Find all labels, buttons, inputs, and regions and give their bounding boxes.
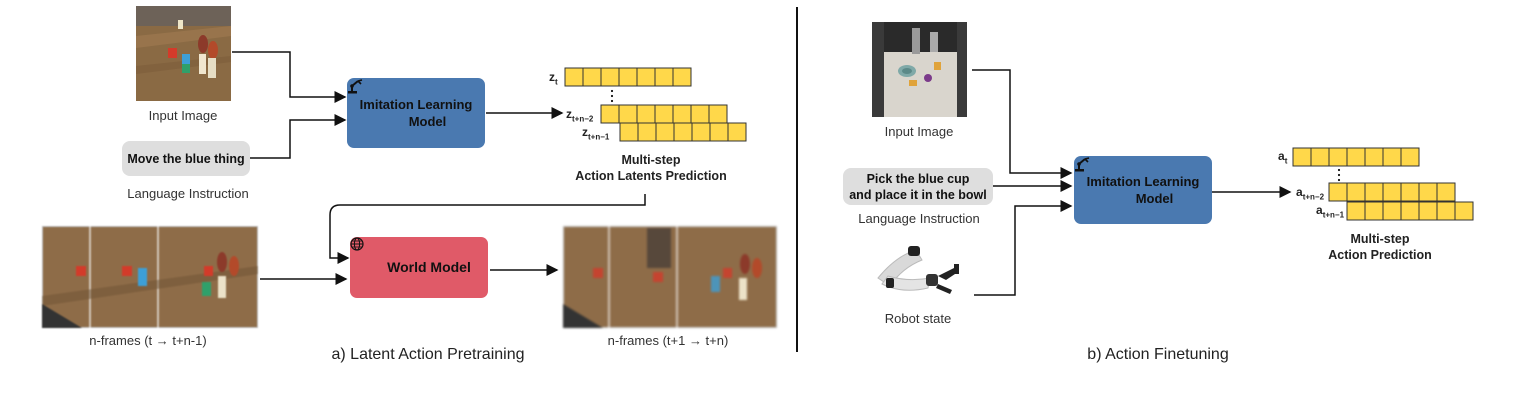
arrow-latents-to-world-model	[329, 194, 646, 264]
action-row-mid-cell	[1328, 182, 1348, 202]
latent-row-label-mid: zt+n−2	[566, 107, 594, 124]
action-row-top	[1292, 147, 1420, 167]
action-row-top-cell	[1382, 147, 1402, 167]
latent-row-mid-cell	[618, 104, 638, 124]
action-row-top-cell	[1346, 147, 1366, 167]
frames-in-label: n-frames (t → t+n-1)	[89, 333, 207, 348]
ellipsis-a	[610, 89, 614, 103]
action-row-top-cell	[1328, 147, 1348, 167]
action-row-bot-cell	[1382, 201, 1402, 221]
action-row-bot-cell	[1418, 201, 1438, 221]
language-label-b: Language Instruction	[858, 211, 980, 226]
action-row-top-cell	[1364, 147, 1384, 167]
latent-row-top-cell	[564, 67, 584, 87]
latent-row-top-cell	[672, 67, 692, 87]
arrow-image-to-model-b	[972, 69, 1073, 179]
instruction-line1-b: Pick the blue cup	[866, 171, 970, 186]
action-row-top-cell	[1292, 147, 1312, 167]
robot-state-label: Robot state	[884, 311, 952, 326]
action-row-bot	[1346, 201, 1474, 221]
latent-row-mid-cell	[672, 104, 692, 124]
latent-row-bot-cell	[727, 122, 747, 142]
model-title-b: Imitation Learning	[1086, 174, 1200, 189]
action-row-mid-cell	[1346, 182, 1366, 202]
model-subtitle-row-a: Model	[348, 79, 447, 130]
model-subtitle-row-b: Model	[1075, 157, 1174, 207]
latent-row-top	[564, 67, 692, 87]
latent-row-bot-cell	[709, 122, 729, 142]
ellipsis-b	[1337, 168, 1341, 182]
input-image-label-b: Input Image	[884, 124, 954, 139]
world-model-label: World Model	[387, 259, 471, 275]
imitation-model-box-b: Imitation Learning Model	[1074, 156, 1212, 224]
instruction-pill-b: Pick the blue cup and place it in the bo…	[843, 168, 993, 205]
latent-row-bot-cell	[673, 122, 693, 142]
latent-row-mid-cell	[654, 104, 674, 124]
frames-out-label: n-frames (t+1 → t+n)	[607, 333, 729, 348]
robot-arm-icon	[348, 79, 404, 130]
input-image-b	[872, 22, 967, 117]
action-row-top-cell	[1400, 147, 1420, 167]
input-frames-a	[42, 226, 258, 328]
caption-a: a) Latent Action Pretraining	[331, 346, 525, 363]
world-model-box: World Model	[350, 237, 488, 298]
globe-icon	[350, 237, 381, 275]
action-row-mid-cell	[1364, 182, 1384, 202]
output-frames-a	[563, 226, 777, 328]
caption-b: b) Action Finetuning	[1087, 346, 1229, 363]
robot-arm-icon	[1075, 157, 1131, 207]
latent-row-mid-cell	[600, 104, 620, 124]
latent-row-mid-cell	[708, 104, 728, 124]
action-row-mid-cell	[1436, 182, 1456, 202]
instruction-line2-b: and place it in the bowl	[849, 187, 987, 202]
model-label-a: Model	[408, 114, 447, 129]
arrow-state-to-model-b	[974, 200, 1073, 296]
action-row-label-bot: at+n−1	[1316, 203, 1345, 220]
input-image-a	[136, 6, 231, 101]
arrow-instruction-to-model-a	[250, 114, 347, 159]
action-row-top-cell	[1310, 147, 1330, 167]
action-row-bot-cell	[1346, 201, 1366, 221]
latent-row-label-top: zt	[549, 70, 558, 87]
actions-title: Multi-step Action Prediction	[1328, 232, 1432, 262]
latent-row-bot-cell	[655, 122, 675, 142]
action-row-mid	[1328, 182, 1456, 202]
latent-row-mid	[600, 104, 728, 124]
action-row-bot-cell	[1400, 201, 1420, 221]
latent-row-label-bot: zt+n−1	[582, 125, 610, 142]
imitation-model-box-a: Imitation Learning Model	[347, 78, 485, 148]
latent-row-bot	[619, 122, 747, 142]
latent-row-top-cell	[654, 67, 674, 87]
latent-row-top-cell	[618, 67, 638, 87]
arrow-image-to-model-a	[232, 51, 347, 103]
action-row-bot-cell	[1364, 201, 1384, 221]
latent-row-top-cell	[636, 67, 656, 87]
latent-row-top-cell	[600, 67, 620, 87]
action-row-label-top: at	[1278, 149, 1288, 166]
latent-row-mid-cell	[690, 104, 710, 124]
latent-row-bot-cell	[637, 122, 657, 142]
latent-row-bot-cell	[691, 122, 711, 142]
robot-arm-image	[872, 238, 970, 306]
latent-row-top-cell	[582, 67, 602, 87]
instruction-pill-a: Move the blue thing	[122, 141, 250, 176]
input-image-label-a: Input Image	[148, 108, 218, 123]
action-row-mid-cell	[1418, 182, 1438, 202]
latent-row-bot-cell	[619, 122, 639, 142]
latents-title: Multi-step Action Latents Prediction	[575, 153, 727, 183]
action-row-label-mid: at+n−2	[1296, 185, 1325, 202]
action-row-bot-cell	[1436, 201, 1456, 221]
action-row-bot-cell	[1454, 201, 1474, 221]
action-row-mid-cell	[1400, 182, 1420, 202]
action-row-mid-cell	[1382, 182, 1402, 202]
instruction-text-a: Move the blue thing	[127, 151, 245, 166]
latent-row-mid-cell	[636, 104, 656, 124]
model-title-a: Imitation Learning	[359, 97, 473, 112]
language-label-a: Language Instruction	[127, 186, 249, 201]
model-label-b: Model	[1135, 191, 1174, 206]
